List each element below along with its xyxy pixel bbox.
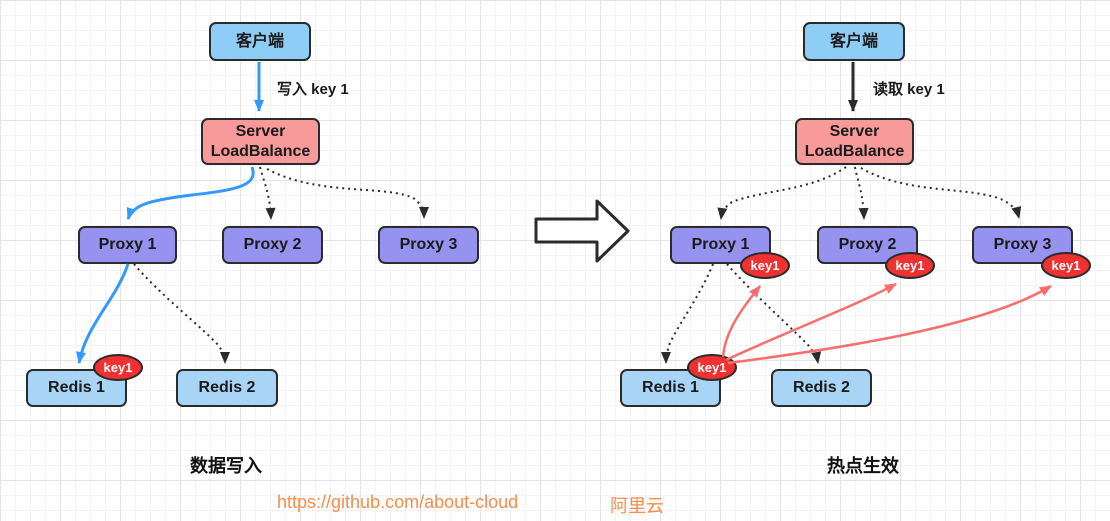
transition-arrow bbox=[534, 199, 630, 263]
left-edge-lb-to-proxy3-dotted bbox=[266, 168, 429, 219]
right-redis2-label: Redis 2 bbox=[793, 379, 850, 396]
right-edge-lb-to-proxy1-dotted bbox=[717, 166, 847, 220]
footer-url[interactable]: https://github.com/about-cloud bbox=[277, 492, 519, 512]
left-redis1-label: Redis 1 bbox=[48, 379, 105, 396]
right-redis1-key-badge: key1 bbox=[687, 354, 737, 381]
right-edge-proxy1-to-redis2-dotted bbox=[726, 263, 822, 364]
red-edge-redis1key-to-proxy2key bbox=[725, 282, 897, 362]
right-proxy3-box: Proxy 3 bbox=[972, 226, 1073, 264]
left-redis2-box: Redis 2 bbox=[176, 369, 278, 407]
left-edge-lb-to-proxy2-dotted bbox=[259, 166, 276, 220]
right-edge-lb-to-proxy2-dotted bbox=[854, 166, 869, 220]
left-proxy3-box: Proxy 3 bbox=[378, 226, 479, 264]
red-edge-redis1key-to-proxy1key bbox=[721, 285, 761, 358]
left-proxy2-box: Proxy 2 bbox=[222, 226, 323, 264]
left-caption: 数据写入 bbox=[190, 456, 262, 476]
right-client-label: 客户端 bbox=[829, 32, 878, 50]
left-loadbalance-line2: LoadBalance bbox=[210, 142, 311, 160]
right-edge-proxy1-to-redis1-dotted bbox=[661, 263, 714, 364]
left-proxy3-label: Proxy 3 bbox=[399, 236, 458, 253]
left-edge-label: 写入 key 1 bbox=[277, 81, 349, 98]
left-client-box: 客户端 bbox=[209, 22, 311, 61]
footer-brand: 阿里云 bbox=[610, 496, 664, 516]
red-edge-redis1key-to-proxy3key bbox=[727, 284, 1052, 365]
right-proxy2-label: Proxy 2 bbox=[838, 236, 897, 253]
right-redis2-box: Redis 2 bbox=[771, 369, 872, 407]
right-loadbalance-label: Server LoadBalance bbox=[805, 122, 905, 162]
right-loadbalance-box: Server LoadBalance bbox=[795, 118, 914, 165]
left-proxy1-box: Proxy 1 bbox=[78, 226, 177, 264]
right-edge-label: 读取 key 1 bbox=[873, 81, 945, 98]
left-loadbalance-line1: Server bbox=[235, 122, 286, 140]
right-client-box: 客户端 bbox=[803, 22, 905, 61]
right-loadbalance-line1: Server bbox=[829, 122, 880, 140]
right-edge-lb-to-proxy3-dotted bbox=[860, 167, 1022, 219]
left-proxy2-label: Proxy 2 bbox=[243, 236, 302, 253]
left-redis1-key-badge: key1 bbox=[93, 354, 143, 381]
left-loadbalance-label: Server LoadBalance bbox=[211, 122, 311, 162]
left-client-label: 客户端 bbox=[235, 32, 284, 50]
right-redis1-label: Redis 1 bbox=[642, 379, 699, 396]
left-edge-proxy1-to-redis1-blue bbox=[76, 263, 130, 364]
right-proxy1-label: Proxy 1 bbox=[691, 236, 750, 253]
left-edge-proxy1-to-redis2-dotted bbox=[133, 263, 230, 364]
left-edge-lb-to-proxy1-blue bbox=[126, 166, 255, 220]
right-proxy3-label: Proxy 3 bbox=[993, 236, 1052, 253]
right-proxy2-key-badge: key1 bbox=[885, 252, 935, 279]
right-proxy3-key-badge: key1 bbox=[1041, 252, 1091, 279]
right-loadbalance-line2: LoadBalance bbox=[804, 142, 905, 160]
left-loadbalance-box: Server LoadBalance bbox=[201, 118, 320, 165]
left-proxy1-label: Proxy 1 bbox=[98, 236, 157, 253]
right-caption: 热点生效 bbox=[827, 456, 899, 476]
left-redis2-label: Redis 2 bbox=[198, 379, 256, 396]
right-proxy1-key-badge: key1 bbox=[740, 252, 790, 279]
